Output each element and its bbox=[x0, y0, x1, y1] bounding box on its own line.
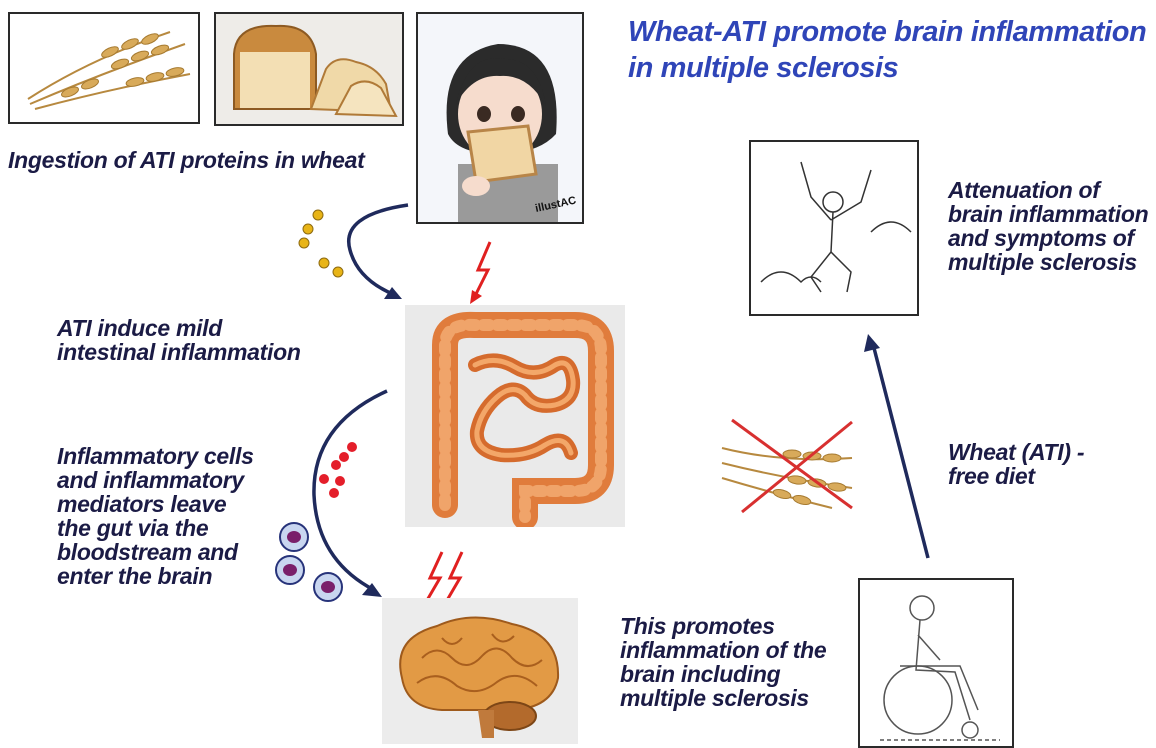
jumping-person-icon bbox=[751, 142, 917, 314]
wheat-image bbox=[8, 12, 200, 124]
jumping-person-image bbox=[749, 140, 919, 316]
ati-particles bbox=[299, 210, 343, 277]
intestine-image bbox=[405, 305, 625, 527]
inflammatory-mediators bbox=[319, 442, 357, 498]
bread-image bbox=[214, 12, 404, 126]
label-attenuation: Attenuation of brain inflammation and sy… bbox=[948, 178, 1148, 274]
crossed-wheat-icon bbox=[712, 408, 862, 518]
diet-arrow bbox=[856, 330, 946, 570]
boy-eating-toast-image: illustAC bbox=[416, 12, 584, 224]
ingestion-arrow bbox=[280, 195, 420, 315]
brain-image bbox=[382, 598, 578, 744]
brain-icon bbox=[382, 598, 578, 744]
wheelchair-person-image bbox=[858, 578, 1014, 748]
label-promotes: This promotes inflammation of the brain … bbox=[620, 614, 826, 710]
label-intestinal: ATI induce mild intestinal inflammation bbox=[57, 316, 301, 364]
immune-cell-icon bbox=[270, 515, 350, 615]
boy-eating-toast-icon: illustAC bbox=[418, 14, 582, 222]
wheelchair-person-icon bbox=[860, 580, 1012, 746]
wheat-icon bbox=[10, 14, 198, 122]
label-cells: Inflammatory cells and inflammatory medi… bbox=[57, 444, 254, 588]
label-ingestion: Ingestion of ATI proteins in wheat bbox=[8, 148, 365, 172]
label-diet: Wheat (ATI) - free diet bbox=[948, 440, 1084, 488]
diagram-title: Wheat-ATI promote brain inflammation in … bbox=[628, 14, 1146, 86]
bread-icon bbox=[216, 14, 402, 124]
intestine-icon bbox=[405, 305, 625, 527]
